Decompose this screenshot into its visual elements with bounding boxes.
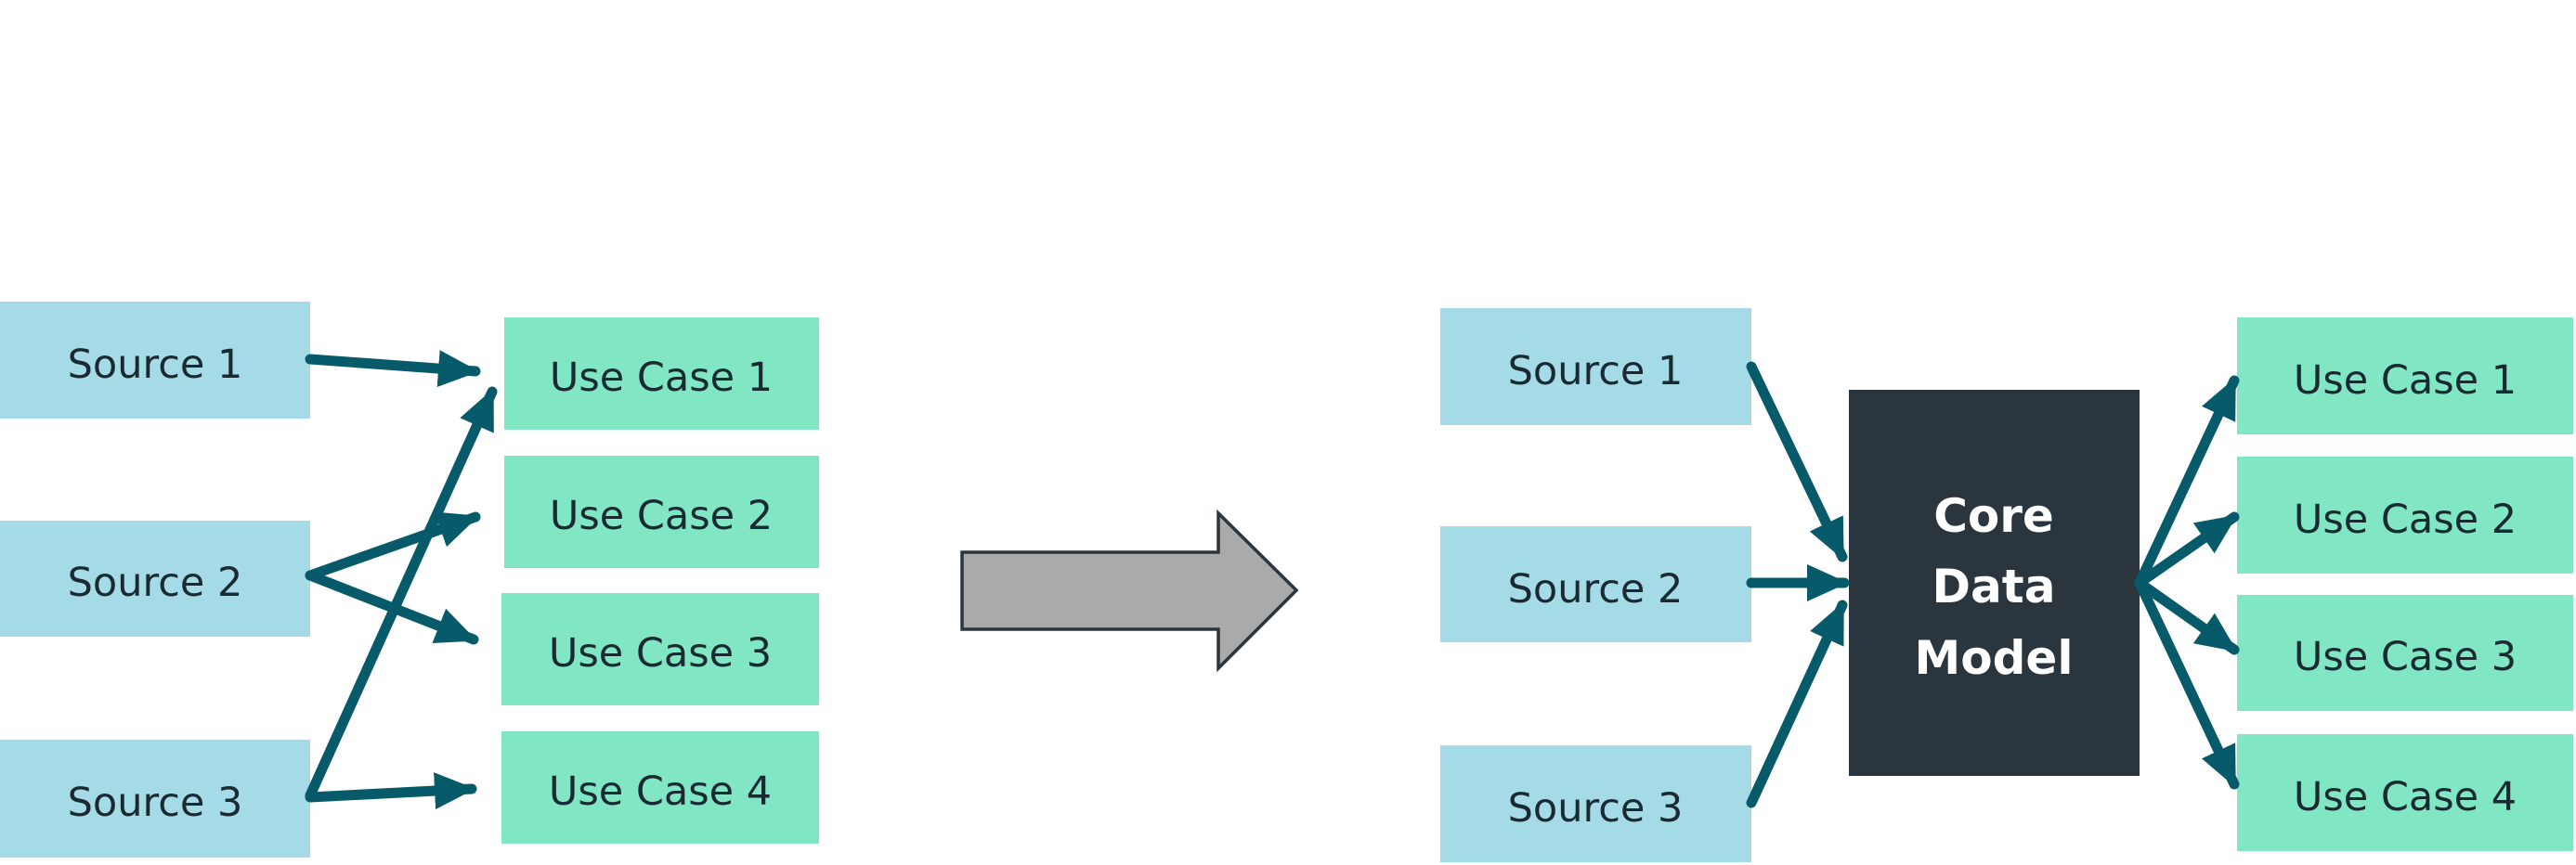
left-use-case-2: Use Case 2 [504, 456, 819, 568]
left-use-case-4: Use Case 4 [501, 731, 819, 844]
left-arrow-s2-uc2 [305, 511, 481, 581]
core-data-model-label-line-2: Data [1932, 560, 2056, 613]
right-use-case-4-box [2237, 734, 2573, 851]
core-data-model-label-line-1: Core [1933, 489, 2054, 543]
left-source-3-label: Source 3 [68, 780, 243, 826]
right-use-case-3: Use Case 3 [2237, 595, 2573, 711]
right-use-case-2: Use Case 2 [2237, 457, 2573, 574]
right-source-1-label: Source 1 [1508, 348, 1684, 394]
right-source-1: Source 1 [1440, 308, 1751, 425]
left-source-3-box [0, 740, 310, 858]
right-source-3: Source 3 [1440, 745, 1751, 862]
right-arrow-hub-uc1 [2134, 375, 2240, 588]
left-source-3: Source 3 [0, 740, 310, 858]
left-arrow-s3-uc4 [305, 772, 477, 810]
left-source-1: Source 1 [0, 302, 310, 419]
right-arrow-hub-uc2 [2134, 511, 2240, 588]
right-source-2: Source 2 [1440, 526, 1751, 642]
right-use-case-1: Use Case 1 [2237, 317, 2573, 434]
right-use-case-3-box [2237, 595, 2573, 711]
right-source-1-box [1440, 308, 1751, 425]
right-use-case-2-label: Use Case 2 [2294, 497, 2517, 543]
left-source-2-label: Source 2 [68, 560, 243, 606]
right-use-case-1-box [2237, 317, 2573, 434]
left-source-2-box [0, 521, 310, 637]
left-use-case-4-box [501, 731, 819, 844]
right-source-2-label: Source 2 [1508, 566, 1684, 613]
right-arrow-s3-hub [1746, 600, 1848, 808]
right-arrow-hub-uc3 [2134, 577, 2240, 655]
left-use-case-4-label: Use Case 4 [549, 768, 772, 815]
right-arrow-hub-uc4 [2134, 577, 2240, 790]
right-arrow-s1-hub [1746, 361, 1848, 562]
right-diagram: Source 1 Source 2 Source 3 Core Data Mod… [1440, 308, 2573, 862]
left-source-1-box [0, 302, 310, 419]
left-use-case-1-label: Use Case 1 [550, 355, 773, 401]
left-source-1-label: Source 1 [68, 342, 243, 388]
core-data-model-box [1849, 390, 2140, 776]
right-source-3-box [1440, 745, 1751, 862]
left-use-case-1: Use Case 1 [504, 317, 819, 430]
left-diagram: Source 1 Source 2 Source 3 Use Case 1 Us… [0, 302, 819, 858]
left-use-case-2-box [504, 456, 819, 568]
right-use-case-4: Use Case 4 [2237, 734, 2573, 851]
right-use-case-4-label: Use Case 4 [2294, 774, 2517, 820]
left-use-case-3: Use Case 3 [501, 593, 819, 705]
core-data-model: Core Data Model [1849, 390, 2140, 776]
left-use-case-3-box [501, 593, 819, 705]
left-source-2: Source 2 [0, 521, 310, 637]
right-use-case-2-box [2237, 457, 2573, 574]
right-use-case-3-label: Use Case 3 [2294, 634, 2517, 680]
left-use-case-3-label: Use Case 3 [549, 630, 772, 677]
right-use-case-1-label: Use Case 1 [2294, 357, 2517, 404]
right-source-2-box [1440, 526, 1751, 642]
core-data-model-label-line-3: Model [1915, 631, 2074, 685]
left-arrow-s3-uc1 [305, 386, 498, 801]
left-use-case-1-box [504, 317, 819, 430]
right-source-3-label: Source 3 [1508, 785, 1684, 832]
left-arrow-s1-uc1 [305, 350, 481, 388]
right-block-arrow-icon [960, 509, 1299, 673]
left-use-case-2-label: Use Case 2 [550, 493, 773, 539]
